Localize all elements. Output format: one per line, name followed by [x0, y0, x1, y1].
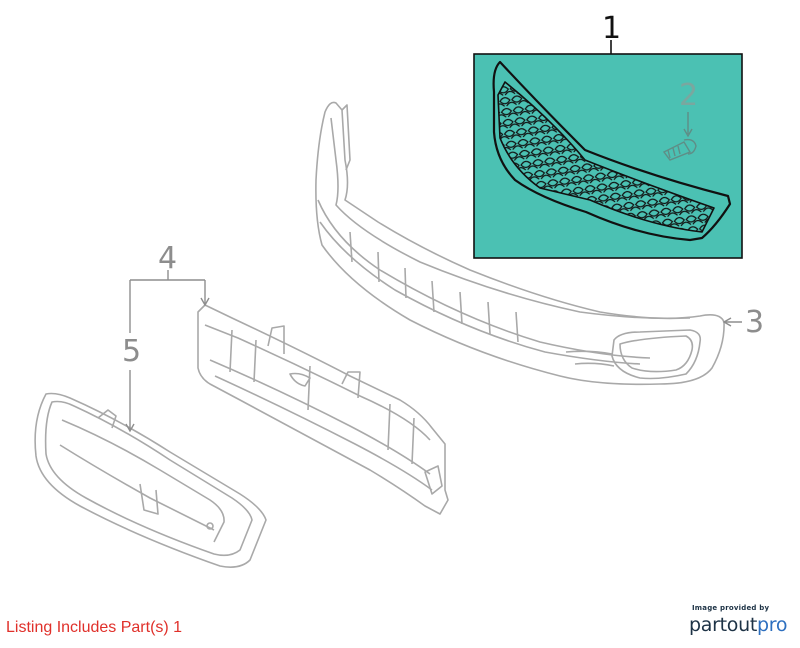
leader-lines-4-5: [125, 270, 210, 433]
grille-bracket-part-4: [197, 304, 449, 515]
upper-grille-part-5: [34, 392, 267, 568]
screw-part-2: [662, 112, 697, 161]
listing-includes-text: Listing Includes Part(s) 1: [6, 619, 183, 636]
callout-2: 2: [679, 78, 699, 113]
logo-text-part1: partout: [689, 614, 757, 636]
logo-text-part2: pro: [756, 614, 788, 636]
callout-3: 3: [745, 305, 765, 340]
partoutpro-logo: partoutpro: [689, 614, 787, 636]
callout-4: 4: [158, 241, 178, 276]
callout-1: 1: [602, 11, 622, 46]
leader-line-3: [722, 317, 742, 327]
callout-5: 5: [122, 334, 142, 369]
credit-caption: Image provided by: [692, 604, 770, 612]
bumper-cover-part-3: [315, 101, 725, 386]
grille-assembly-part-1: [473, 53, 743, 259]
